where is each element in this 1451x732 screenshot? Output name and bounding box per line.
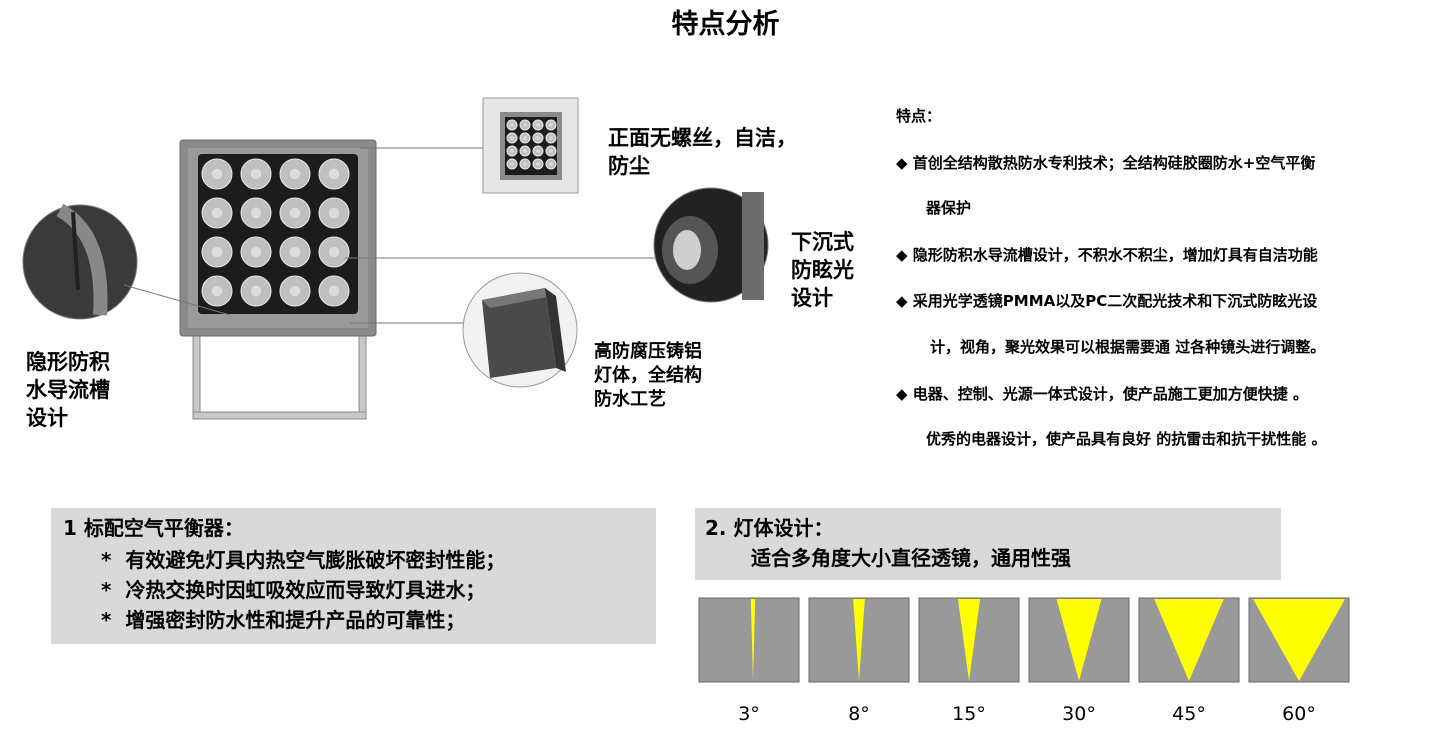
- floodlight-fixture-icon: [179, 139, 377, 337]
- callout-diecast-line: 灯体，全结构: [594, 365, 702, 386]
- box1-item: * 增强密封防水性和提升产品的可靠性；: [101, 608, 466, 632]
- feature-line: 器保护: [926, 199, 972, 217]
- box1-item: * 冷热交换时因虹吸效应而导致灯具进水；: [101, 578, 486, 602]
- led-chip-icon: [328, 246, 340, 258]
- led-chip-icon: [289, 168, 301, 180]
- callout-sunken-line: 防眩光: [791, 258, 854, 282]
- box2-subtitle: 适合多角度大小直径透镜，通用性强: [751, 546, 1071, 570]
- led-chip-icon: [250, 246, 262, 258]
- diamond-bullet-icon: ◆: [896, 292, 908, 310]
- callout-front-line: 正面无螺丝，自洁，: [608, 126, 797, 150]
- beam-cone: [750, 599, 756, 681]
- body-design-box: 2. 灯体设计： 适合多角度大小直径透镜，通用性强: [695, 508, 1281, 580]
- led-chip-icon: [250, 168, 262, 180]
- led-chip-icon: [523, 136, 527, 140]
- callout-diecast-line: 高防腐压铸铝: [594, 341, 702, 362]
- led-chip-icon: [510, 136, 514, 140]
- beam-cone: [1253, 599, 1345, 681]
- callout-sunken-line: 下沉式: [791, 230, 854, 254]
- front-view-thumbnail-icon: [482, 97, 579, 194]
- callout-hidden-line: 隐形防积: [26, 350, 110, 374]
- led-chip-icon: [549, 136, 553, 140]
- feature-line: 优秀的电器设计，使产品具有良好 的抗雷击和抗干扰性能 。: [926, 430, 1327, 448]
- callout-diecast-line: 防水工艺: [594, 389, 666, 410]
- air-balancer-box: 1 标配空气平衡器： * 有效避免灯具内热空气膨胀破坏密封性能； * 冷热交换时…: [51, 508, 656, 644]
- led-chip-icon: [289, 285, 301, 297]
- led-chip-icon: [510, 162, 514, 166]
- feature-line: ◆ 首创全结构散热防水专利技术；全结构硅胶圈防水+空气平衡: [896, 154, 1316, 172]
- led-chip-icon: [250, 207, 262, 219]
- box2-heading: 2. 灯体设计：: [705, 516, 834, 540]
- beam-cone: [957, 599, 981, 681]
- callout-hidden-line: 设计: [26, 406, 68, 430]
- led-chip-icon: [328, 285, 340, 297]
- beam-angle-label: 15°: [952, 703, 986, 725]
- led-chip-icon: [289, 207, 301, 219]
- feature-line: ◆ 电器、控制、光源一体式设计，使产品施工更加方便快捷 。: [896, 385, 1309, 403]
- led-chip-icon: [211, 246, 223, 258]
- diamond-bullet-icon: ◆: [896, 246, 908, 264]
- box1-item: * 有效避免灯具内热空气膨胀破坏密封性能；: [101, 548, 506, 572]
- feature-line: ◆ 采用光学透镜PMMA以及PC二次配光技术和下沉式防眩光设: [896, 292, 1318, 310]
- led-chip-icon: [510, 149, 514, 153]
- led-chip-icon: [328, 207, 340, 219]
- led-chip-icon: [289, 246, 301, 258]
- beam-angle-label: 45°: [1172, 703, 1206, 725]
- led-chip-icon: [536, 136, 540, 140]
- beam-cone: [1056, 599, 1102, 681]
- led-chip-icon: [510, 123, 514, 127]
- diamond-bullet-icon: ◆: [896, 154, 908, 172]
- sunken-lens-detail-icon: [653, 187, 769, 303]
- led-chip-icon: [211, 285, 223, 297]
- led-chip-icon: [549, 123, 553, 127]
- beam-angle-label: 8°: [848, 703, 870, 725]
- led-chip-icon: [328, 168, 340, 180]
- callout-front-line: 防尘: [608, 154, 650, 178]
- led-chip-icon: [536, 149, 540, 153]
- groove-detail-icon: [22, 203, 138, 320]
- led-chip-icon: [523, 149, 527, 153]
- box1-heading: 1 标配空气平衡器：: [63, 516, 244, 540]
- beam-cone: [853, 599, 865, 681]
- callout-hidden-line: 水导流槽: [26, 378, 110, 402]
- led-chip-icon: [549, 162, 553, 166]
- callout-sunken-line: 设计: [791, 286, 833, 310]
- product-illustration: [22, 97, 769, 420]
- led-chip-icon: [549, 149, 553, 153]
- beam-angle-label: 30°: [1062, 703, 1096, 725]
- led-chip-icon: [211, 168, 223, 180]
- features-heading: 特点：: [896, 107, 942, 125]
- beam-panel: [698, 597, 800, 683]
- page-title: 特点分析: [671, 9, 780, 40]
- led-chip-icon: [211, 207, 223, 219]
- feature-line: 计，视角，聚光效果可以根据需要通 过各种镜头进行调整。: [930, 338, 1326, 356]
- led-chip-icon: [536, 123, 540, 127]
- callout-sunken: 下沉式 防眩光 设计: [791, 228, 854, 312]
- led-chip-icon: [523, 123, 527, 127]
- led-chip-icon: [250, 285, 262, 297]
- die-cast-body-detail-icon: [462, 272, 578, 388]
- callout-diecast: 高防腐压铸铝 灯体，全结构 防水工艺: [594, 340, 702, 412]
- callout-front: 正面无螺丝，自洁， 防尘: [608, 124, 797, 180]
- beam-angle-label: 3°: [738, 703, 760, 725]
- diamond-bullet-icon: ◆: [896, 385, 908, 403]
- callout-hidden-groove: 隐形防积 水导流槽 设计: [26, 348, 110, 432]
- led-chip-icon: [523, 162, 527, 166]
- led-chip-icon: [536, 162, 540, 166]
- feature-line: ◆ 隐形防积水导流槽设计，不积水不积尘，增加灯具有自洁功能: [896, 246, 1318, 264]
- beam-angle-label: 60°: [1282, 703, 1316, 725]
- beam-cone: [1154, 599, 1224, 681]
